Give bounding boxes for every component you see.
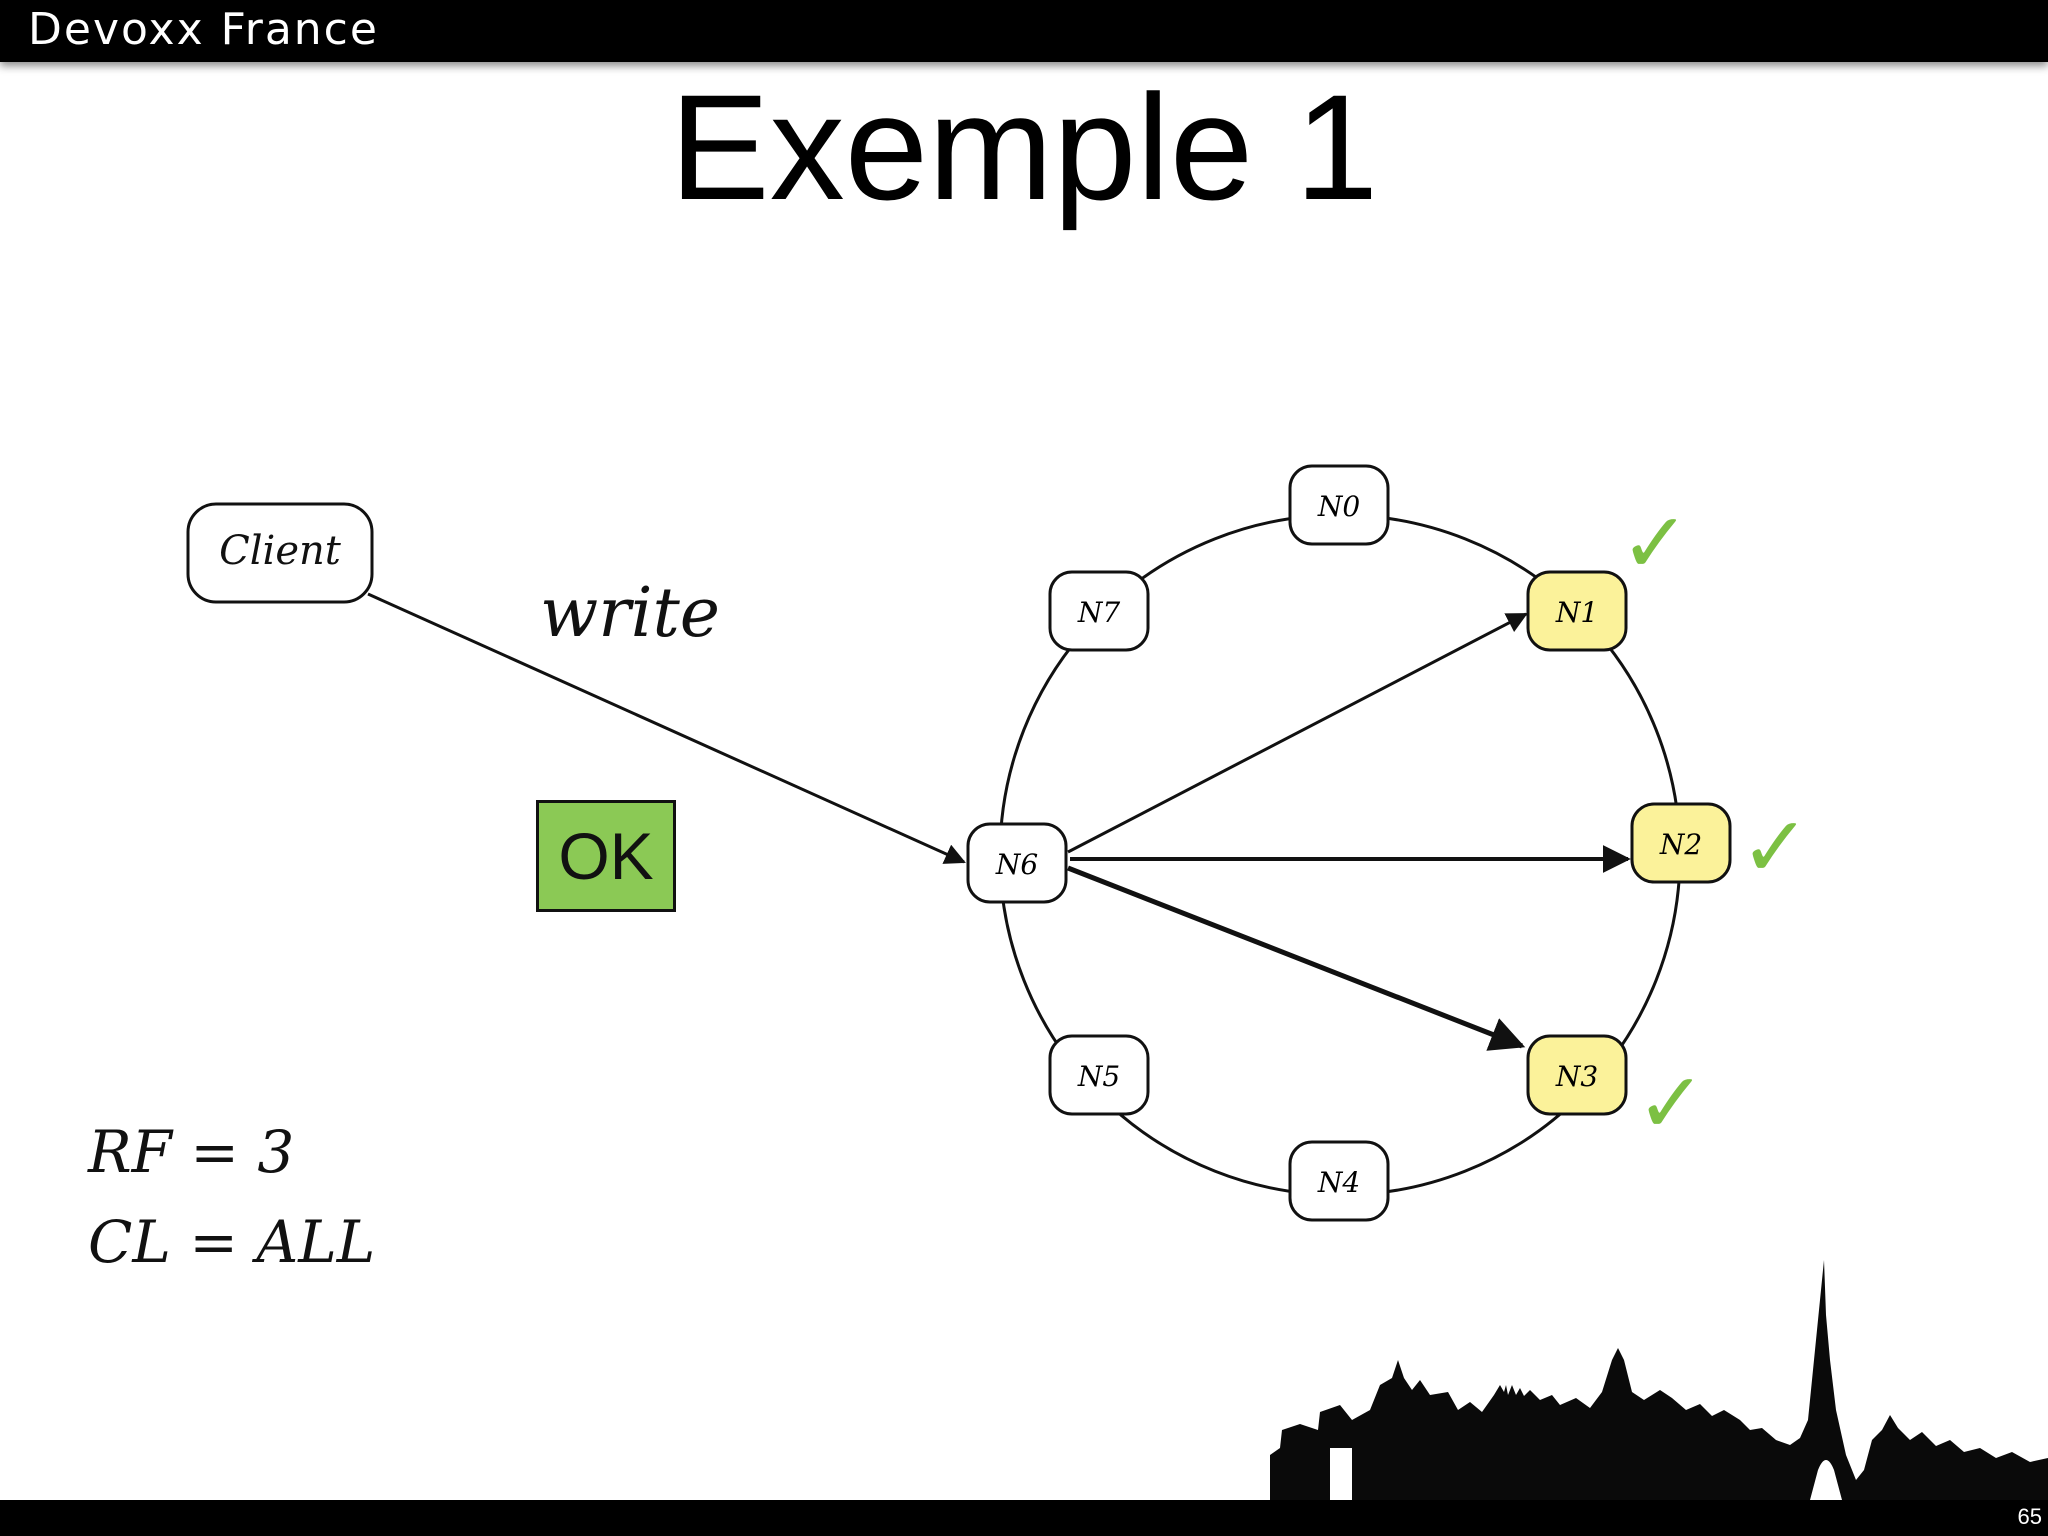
node-n1: N1: [1526, 570, 1628, 652]
cl-parameter: CL = ALL: [88, 1208, 376, 1276]
page-number: 65: [2017, 1504, 2042, 1529]
write-arrow: [367, 592, 966, 864]
svg-text:N1: N1: [1555, 596, 1598, 629]
node-n5: N5: [1048, 1034, 1150, 1116]
node-n6: N6: [966, 822, 1068, 904]
client-label: Client: [219, 528, 342, 574]
check-icon-n1: ✓: [1620, 494, 1690, 592]
svg-text:N0: N0: [1317, 490, 1360, 523]
rf-parameter: RF = 3: [88, 1118, 295, 1186]
write-label: write: [540, 574, 720, 653]
arrow-to-n1: [1067, 612, 1528, 854]
check-icon-n2: ✓: [1740, 798, 1810, 896]
node-n3: N3: [1526, 1034, 1628, 1116]
top-bar: Devoxx France: [0, 0, 2048, 62]
slide-title: Exemple 1: [669, 63, 1379, 231]
node-n2: N2: [1630, 802, 1732, 884]
node-n0: N0: [1288, 464, 1390, 546]
ok-badge: OK: [536, 800, 676, 912]
node-n4: N4: [1288, 1140, 1390, 1222]
brand-logo: Devoxx France: [28, 4, 379, 55]
skyline-silhouette: [1270, 1260, 2048, 1500]
client-node: Client: [186, 502, 374, 604]
svg-text:N7: N7: [1077, 596, 1121, 629]
svg-text:N3: N3: [1555, 1060, 1598, 1093]
svg-text:N2: N2: [1659, 828, 1702, 861]
node-n7: N7: [1048, 570, 1150, 652]
arrow-to-n3: [1067, 865, 1526, 1051]
check-icon-n3: ✓: [1636, 1054, 1706, 1152]
svg-text:N4: N4: [1317, 1166, 1360, 1199]
svg-text:N5: N5: [1077, 1060, 1120, 1093]
bottom-bar: [0, 1500, 2048, 1536]
svg-text:N6: N6: [995, 848, 1038, 881]
